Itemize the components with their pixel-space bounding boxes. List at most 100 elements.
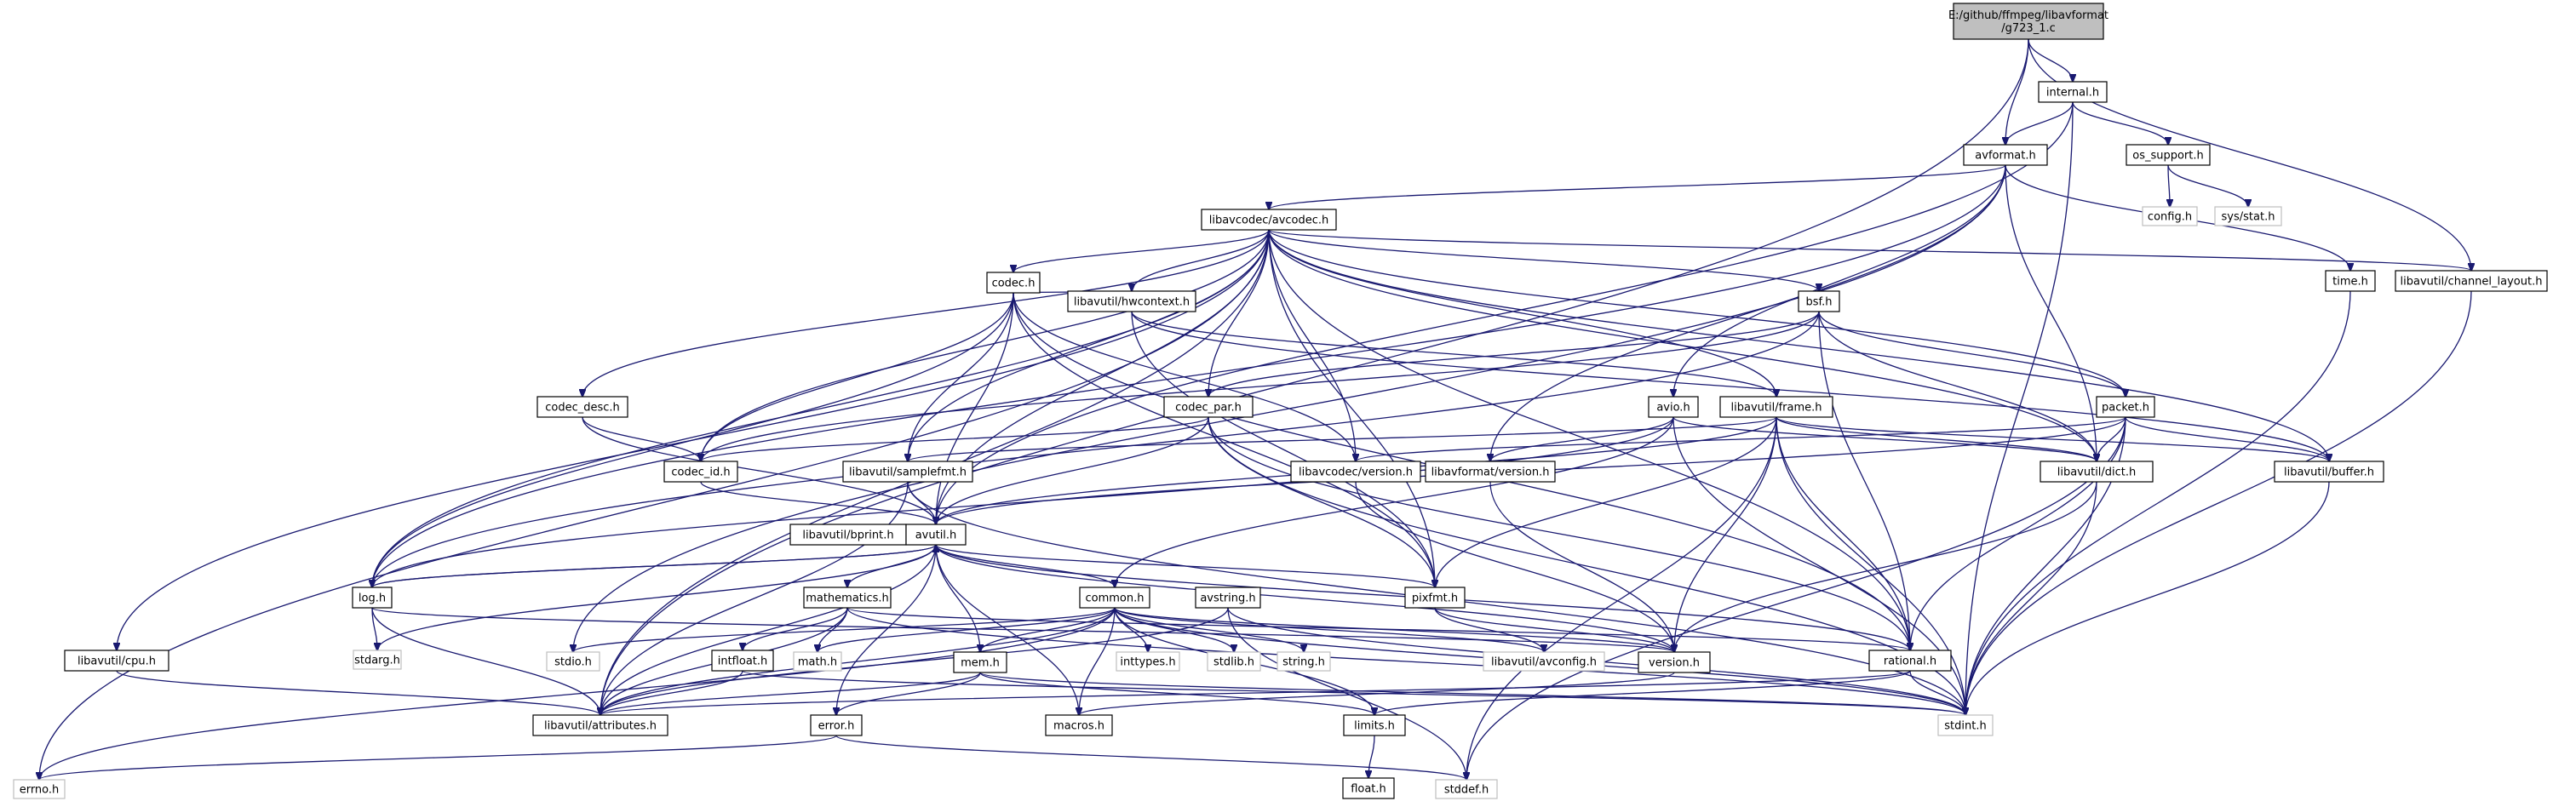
node-avcodec[interactable]: libavcodec/avcodec.h	[1201, 209, 1337, 231]
edge-log-to-avutil	[371, 545, 936, 588]
node-dict-label: libavutil/dict.h	[2057, 466, 2137, 479]
node-dict[interactable]: libavutil/dict.h	[2040, 461, 2154, 483]
edge-dict-to-stdint	[1965, 481, 2097, 715]
edge-hwcontext-to-buffer	[1131, 311, 2329, 461]
node-math-box	[793, 651, 842, 672]
edge-avstring-to-attributes	[600, 607, 1229, 715]
node-stdint-box	[1937, 714, 1994, 736]
node-internal-box	[2038, 81, 2108, 103]
node-limits-label: limits.h	[1354, 720, 1395, 733]
node-inttypes: inttypes.h	[1116, 651, 1180, 672]
edge-avutil-to-pixfmt	[935, 544, 1435, 587]
node-common-label: common.h	[1086, 592, 1145, 605]
node-codec_par-box	[1163, 396, 1254, 418]
node-g723_1-label: /g723_1.c	[2001, 22, 2056, 35]
node-avformat-label: avformat.h	[1975, 150, 2035, 163]
node-cpu[interactable]: libavutil/cpu.h	[64, 650, 169, 672]
node-avcodec-box	[1201, 209, 1337, 231]
edge-channel_layout-to-stdint	[1965, 290, 2472, 715]
node-intfloat[interactable]: intfloat.h	[711, 650, 774, 672]
edge-samplefmt-to-attributes	[600, 481, 909, 715]
node-log-label: log.h	[359, 592, 386, 605]
edge-avutil-to-attributes	[600, 544, 937, 715]
node-avutil-label: avutil.h	[915, 529, 957, 542]
node-buffer[interactable]: libavutil/buffer.h	[2274, 461, 2384, 483]
node-codec_par[interactable]: codec_par.h	[1163, 396, 1254, 418]
node-avcodec-label: libavcodec/avcodec.h	[1209, 215, 1329, 227]
node-errno: errno.h	[13, 779, 66, 799]
edge-log-to-stdarg	[371, 607, 377, 650]
node-codec_par-label: codec_par.h	[1175, 402, 1242, 415]
edge-mem-to-limits	[979, 672, 1374, 715]
node-avstring[interactable]: avstring.h	[1195, 587, 1261, 609]
edge-common-to-math	[818, 607, 1116, 652]
node-avutil-box	[905, 524, 967, 546]
edge-avutil-to-stdarg	[377, 544, 937, 650]
node-mathematics[interactable]: mathematics.h	[803, 587, 892, 609]
node-error[interactable]: error.h	[810, 714, 863, 736]
node-packet[interactable]: packet.h	[2096, 396, 2155, 418]
node-frame[interactable]: libavutil/frame.h	[1719, 396, 1833, 418]
node-errno-box	[13, 779, 66, 799]
node-buffer-label: libavutil/buffer.h	[2284, 466, 2374, 479]
node-version[interactable]: version.h	[1638, 651, 1711, 673]
edge-avutil-to-version	[935, 544, 1674, 652]
edge-bsf-to-codec_par	[1208, 311, 1820, 397]
node-limits[interactable]: limits.h	[1343, 714, 1406, 736]
edge-avcodec-to-dict	[1268, 229, 2097, 461]
edge-frame-to-rational	[1776, 416, 1910, 650]
edge-bsf-to-codec_id	[701, 311, 1820, 461]
node-dict-box	[2040, 461, 2154, 483]
node-stdlib: stdlib.h	[1207, 651, 1261, 672]
node-avformat[interactable]: avformat.h	[1963, 144, 2048, 166]
edge-log-to-attributes	[371, 607, 600, 715]
node-bsf[interactable]: bsf.h	[1798, 290, 1840, 312]
edge-avformat-to-avcodec	[1269, 164, 2006, 209]
node-rational[interactable]: rational.h	[1868, 650, 1952, 672]
edge-common-to-errno	[39, 607, 1116, 780]
node-stdlib-label: stdlib.h	[1213, 656, 1254, 669]
node-macros[interactable]: macros.h	[1045, 714, 1113, 736]
node-error-box	[810, 714, 863, 736]
node-internal[interactable]: internal.h	[2038, 81, 2108, 103]
node-codec[interactable]: codec.h	[986, 272, 1041, 294]
node-codec_id[interactable]: codec_id.h	[663, 461, 738, 483]
node-frame-box	[1719, 396, 1833, 418]
edge-g723_1-to-channel_layout	[2028, 38, 2471, 271]
node-codec_desc[interactable]: codec_desc.h	[536, 396, 628, 418]
edge-codec_par-to-avutil	[936, 416, 1209, 524]
node-log[interactable]: log.h	[352, 587, 393, 609]
edge-pixfmt-to-avconfig	[1434, 607, 1544, 652]
node-hwcontext[interactable]: libavutil/hwcontext.h	[1067, 290, 1196, 312]
node-stdio-box	[546, 651, 600, 672]
node-channel_layout[interactable]: libavutil/channel_layout.h	[2395, 270, 2548, 292]
node-float[interactable]: float.h	[1342, 777, 1395, 799]
node-mem[interactable]: mem.h	[953, 651, 1007, 673]
node-time[interactable]: time.h	[2325, 270, 2376, 292]
node-sysstat: sys/stat.h	[2214, 206, 2282, 226]
edge-bsf-to-packet	[1818, 311, 2126, 397]
node-samplefmt[interactable]: libavutil/samplefmt.h	[842, 461, 973, 483]
node-avcodec_version[interactable]: libavcodec/version.h	[1290, 461, 1421, 483]
edge-avcodec-to-bsf	[1268, 229, 1819, 291]
edge-codec-to-log	[372, 292, 1014, 587]
node-intfloat-box	[711, 650, 774, 672]
edge-avutil-to-error	[836, 544, 937, 715]
node-attributes[interactable]: libavutil/attributes.h	[532, 714, 668, 736]
node-avformat_version[interactable]: libavformat/version.h	[1425, 461, 1556, 483]
node-stdio-label: stdio.h	[554, 656, 592, 669]
node-avutil[interactable]: avutil.h	[905, 524, 967, 546]
node-common[interactable]: common.h	[1079, 587, 1150, 609]
edge-frame-to-stddef	[1466, 416, 1777, 780]
node-os_support[interactable]: os_support.h	[2126, 144, 2211, 166]
node-stdint: stdint.h	[1937, 714, 1994, 736]
node-pixfmt[interactable]: pixfmt.h	[1404, 587, 1466, 609]
node-bprint[interactable]: libavutil/bprint.h	[789, 524, 907, 546]
node-rational-box	[1868, 650, 1952, 672]
edge-intfloat-to-attributes	[600, 670, 743, 715]
node-avio[interactable]: avio.h	[1648, 396, 1699, 418]
node-avformat_version-box	[1425, 461, 1556, 483]
edge-avformat-to-avio	[1673, 164, 2006, 397]
edge-avio-to-avformat_version	[1490, 416, 1674, 461]
node-g723_1-box	[1953, 3, 2104, 40]
